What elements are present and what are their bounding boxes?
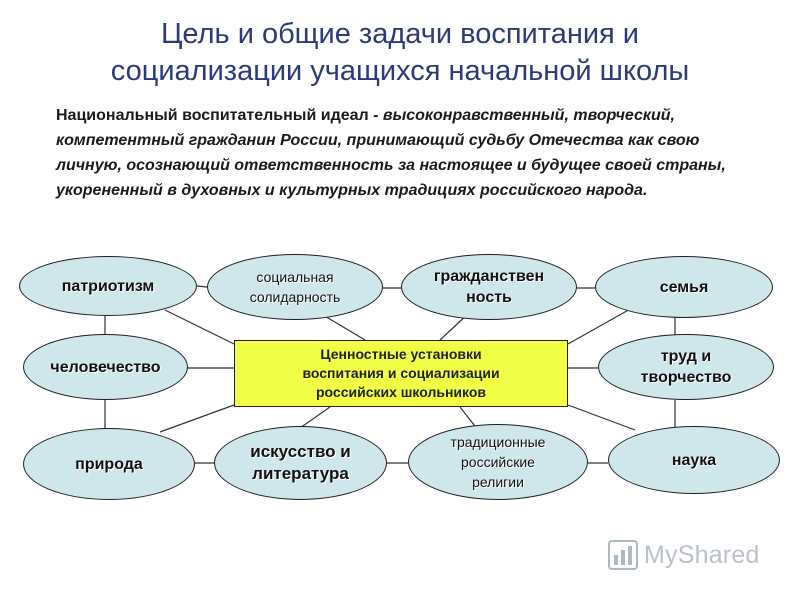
node-science: наука — [608, 426, 780, 494]
node-labor-creativity: труд и творчество — [598, 334, 774, 400]
central-values-box: Ценностные установки воспитания и социал… — [234, 340, 568, 407]
connector-patriotism — [164, 309, 235, 345]
connector-science — [567, 404, 636, 431]
connector-family — [567, 307, 633, 345]
node-traditional-religions: традиционные российские религии — [408, 424, 588, 500]
ideal-paragraph: Национальный воспитательный идеал - высо… — [56, 103, 756, 203]
node-art-literature: искусство и литература — [214, 426, 387, 500]
node-nature: природа — [23, 428, 195, 500]
brand-watermark: MyShared — [608, 537, 760, 573]
node-humanity: человечество — [23, 334, 188, 400]
node-citizenship: гражданствен ность — [401, 254, 577, 320]
brand-text: MyShared — [644, 540, 760, 569]
ideal-lead: Национальный воспитательный идеал — [56, 107, 369, 124]
node-family: семья — [595, 256, 773, 318]
ideal-text: - высоконравственный, творческий, компет… — [56, 107, 726, 199]
connector-art — [299, 406, 331, 429]
connector-nature — [159, 404, 235, 433]
title-line-2: социализации учащихся начальной школы — [110, 55, 690, 87]
node-social-solidarity: социальная солидарность — [207, 254, 383, 320]
node-patriotism: патриотизм — [19, 256, 197, 316]
title-line-1: Цель и общие задачи воспитания и — [160, 18, 640, 50]
slide-title: Цель и общие задачи воспитания и социали… — [40, 16, 760, 90]
connector-patriotism-social — [196, 285, 208, 288]
bar-chart-icon — [608, 540, 638, 570]
